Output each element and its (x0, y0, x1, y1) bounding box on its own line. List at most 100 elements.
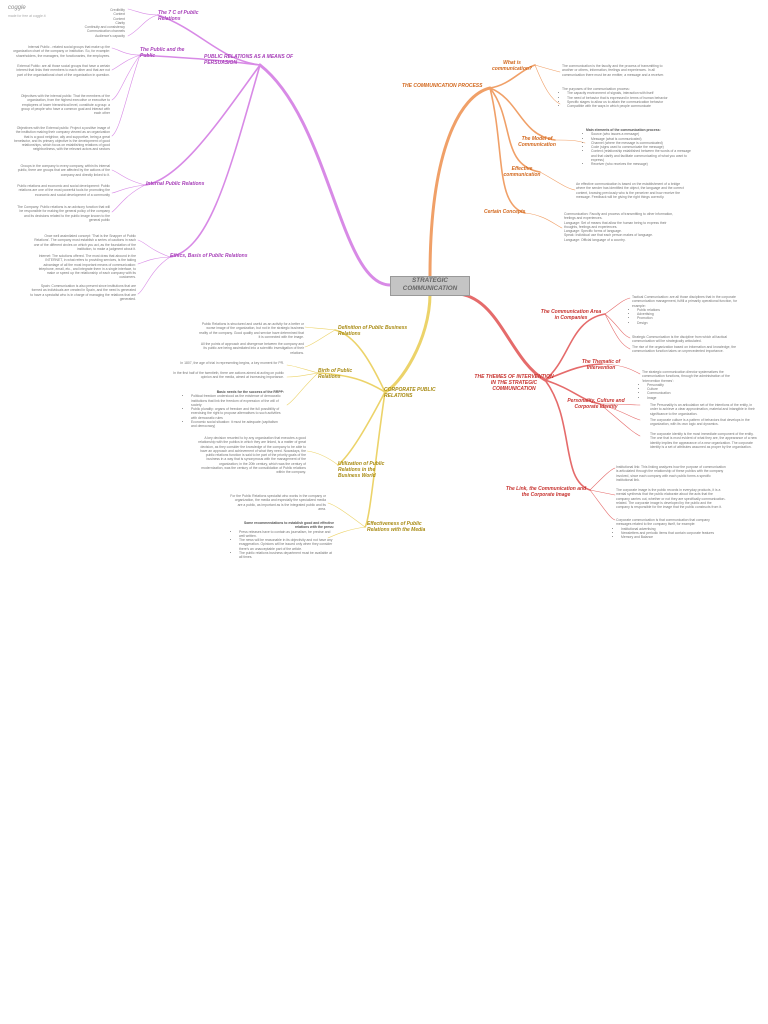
list-item: Context (relationship established betwee… (591, 149, 696, 162)
area-note-text: Tactical Communication: are all those di… (632, 295, 738, 308)
branch-persuasion[interactable]: PUBLIC RELATIONS AS A MEANS OF PERSUASIO… (204, 54, 294, 66)
list-item: Public relations (637, 308, 740, 312)
list-item: Press releases have to contain as journa… (239, 530, 334, 539)
model-list-title: Main elements of the communication proce… (586, 128, 661, 132)
area-list: Public relations Advertising Promotion D… (632, 308, 740, 325)
list-item: Advertising (637, 312, 740, 316)
concept-item: Communication: Faculty and process of tr… (564, 212, 674, 221)
yellow-trunk (383, 292, 432, 394)
subtopic-effective[interactable]: Effective communication (503, 166, 541, 178)
thematic-text: The strategic communication director sys… (642, 370, 730, 383)
coggle-logo[interactable]: coggle (8, 5, 26, 11)
branch-communication-process[interactable]: THE COMMUNICATION PROCESS (402, 83, 483, 89)
subtopic-area[interactable]: The Communication Area in Companies (540, 309, 602, 321)
utilization-note: A key decision resorted to by any organi… (198, 436, 306, 475)
list-item: Channel (where the message is communicat… (591, 141, 696, 145)
list-item: Public plurality: organs of freedom and … (191, 407, 284, 420)
subtopic-ethics[interactable]: Ethics, Basis of Public Relations (170, 253, 248, 259)
orange-trunk (428, 86, 492, 278)
internal-public-note: Internal Public - related social groups … (13, 45, 110, 58)
list-item: Continuity and consistency (84, 25, 125, 30)
list-item: The need of behavior that is expressed i… (567, 96, 672, 100)
definition-note-1: Public Relations is structured and usefu… (199, 322, 304, 339)
what-list-title: The purposes of the communication proces… (562, 87, 630, 91)
subtopic-thematic[interactable]: The Thematic of Intervention (581, 359, 621, 371)
list-item: Memory and Balance (621, 535, 726, 539)
effectiveness-note-2: Some recommendations to establish good a… (234, 521, 334, 560)
list-item: Image (647, 396, 746, 400)
list-item: The news will be reasonable in its objec… (239, 538, 334, 551)
subtopic-link[interactable]: The Link, the Communication and the Corp… (505, 486, 587, 498)
list-item: Newsletters and periodic items that cont… (621, 531, 726, 535)
list-item: Code (signs used to communicate the mess… (591, 145, 696, 149)
list-item: Context (113, 12, 125, 17)
list-item: Receiver (who receives the message) (591, 162, 696, 166)
what-list: The capacity environment of signals, int… (562, 91, 672, 108)
subtopic-birth[interactable]: Birth of Public Relations (318, 368, 353, 380)
subtopic-personality[interactable]: Personality, Culture and Corporate Ident… (567, 398, 625, 410)
list-item: Communication channels (86, 29, 125, 34)
subtopic-7c[interactable]: The 7 C of Public Relations (158, 10, 199, 22)
effectiveness-list-title: Some recommendations to establish good a… (243, 521, 334, 530)
subtopic-public[interactable]: The Public and the Public (140, 47, 185, 59)
list-item: The public relations business department… (239, 551, 334, 560)
internal-pr-note-2: Public relations and economic and social… (17, 184, 110, 197)
effectiveness-note-1: For the Public Relations specialist who … (230, 494, 326, 511)
subtopic-internal-pr[interactable]: Internal Public Relations (146, 181, 205, 187)
model-list: Source (who issues a message) Message (w… (586, 132, 696, 166)
list-item: Clarity (115, 20, 125, 25)
subtopic-utilization[interactable]: Utilization of Public Relations in the B… (338, 461, 385, 479)
coggle-subtitle: made for free at coggle.it (8, 14, 46, 18)
external-public-note: External Public: are all those social gr… (16, 64, 110, 77)
list-item: Specific stages to allow us to attain th… (567, 100, 672, 104)
subtopic-what-is[interactable]: What is communication? (491, 60, 532, 72)
list-item: Credibility (110, 8, 125, 12)
birth-note-3: Basic needs for the success of the RRPP:… (186, 390, 284, 429)
concept-item: Speak: Individual use that each person m… (564, 233, 653, 238)
what-note-2: The purposes of the communication proces… (562, 87, 672, 108)
link-note-1: Institutional link: This linking analyze… (616, 465, 726, 482)
subtopic-effectiveness[interactable]: Effectiveness of Public Relations with t… (367, 521, 426, 533)
ethics-note-2: Internet: The solutions offered. The mos… (38, 254, 136, 280)
personality-note-1: The Personality is an articulation set o… (650, 403, 755, 416)
subtopic-model[interactable]: The Model of Communication (518, 136, 556, 148)
list-item: Promotion (637, 316, 740, 320)
branch-themes[interactable]: THE THEMES OF INTERVENTION IN THE STRATE… (474, 374, 554, 392)
link-note-text: Corporate communication is that communic… (616, 518, 710, 527)
list-item: Source (who issues a message) (591, 132, 696, 136)
what-note-1: The communication is the faculty and the… (562, 64, 664, 77)
link-note-3: Corporate communication is that communic… (616, 518, 726, 539)
purple-trunk (258, 63, 392, 287)
subtopic-concepts[interactable]: Certain Concepts (484, 209, 526, 215)
subtopic-definition[interactable]: Definition of Public Business Relations (338, 325, 408, 337)
list-item: The capacity environment of signals, int… (567, 91, 672, 95)
birth-note-1: In 1807, the age of trial in representin… (180, 361, 284, 365)
area-note-2: Strategic Communication is the disciplin… (632, 335, 727, 344)
ethics-note-1: Once well assimilated concept: 'That is … (33, 234, 136, 251)
list-item: Economic social situation: it must be ad… (191, 420, 284, 429)
list-item: Communication (647, 391, 746, 395)
list-item: Culture (647, 387, 746, 391)
list-item: Message (what is communicated) (591, 137, 696, 141)
internal-pr-note-1: Groups in the company to every company, … (17, 164, 110, 177)
area-note-1: Tactical Communication: are all those di… (632, 295, 740, 325)
objectives-external-note: Objectives with the External public: Pro… (14, 126, 110, 152)
thematic-list: Personality Culture Communication Image (642, 383, 746, 400)
area-note-3: The rise of the organization based on in… (632, 345, 737, 354)
branch-corporate-pr[interactable]: CORPORATE PUBLIC RELATIONS (384, 387, 436, 399)
birth-note-2: In the first half of the twentieth, ther… (173, 371, 284, 380)
concept-item: Language: Set of means that allow the hu… (564, 220, 667, 229)
list-item: Personality (647, 383, 746, 387)
list-item: Compatible with the ways in which people… (567, 104, 672, 108)
list-item: Institutional advertising (621, 527, 726, 531)
list-item: Audience's capacity (95, 33, 125, 38)
list-item: Political freedom understood as the exis… (191, 394, 284, 407)
central-topic[interactable]: STRATEGIC COMMUNICATION (390, 276, 470, 296)
link-list: Institutional advertising Newsletters an… (616, 527, 726, 540)
birth-list: Political freedom understood as the exis… (186, 394, 284, 428)
birth-list-title: Basic needs for the success of the RRPP: (216, 390, 284, 394)
objectives-internal-note: Objectives with the internal public: Tha… (20, 94, 110, 116)
thematic-note: The strategic communication director sys… (642, 370, 746, 400)
